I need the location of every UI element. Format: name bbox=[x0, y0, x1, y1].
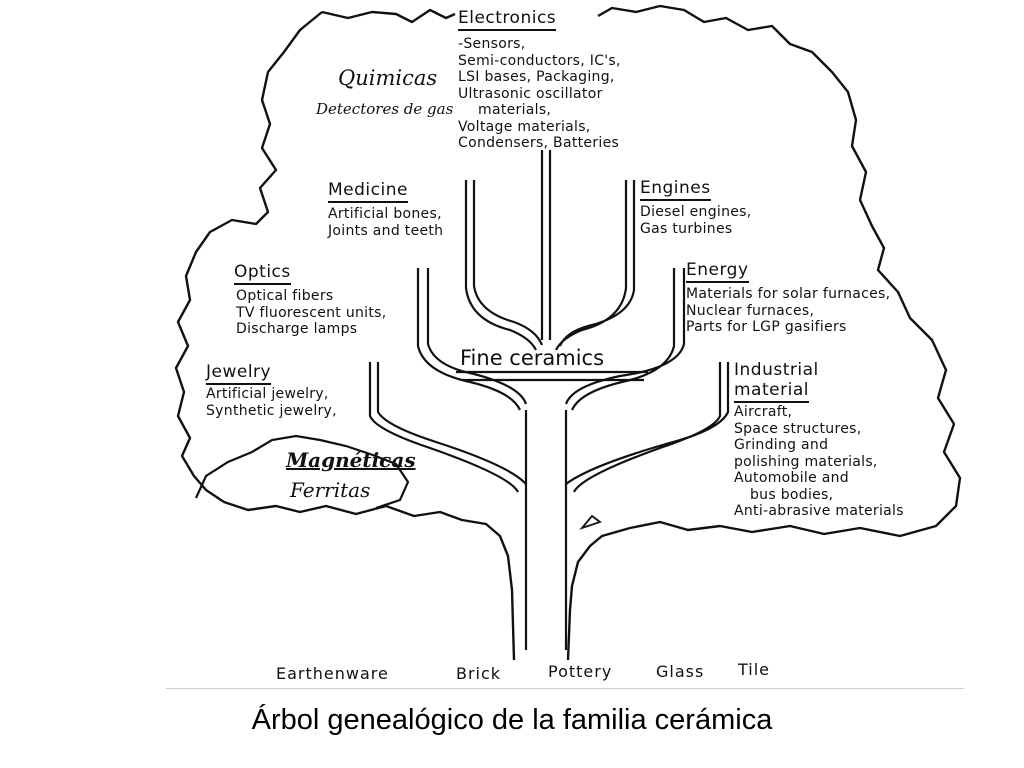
medicine-item: Joints and teeth bbox=[328, 222, 444, 239]
industrial-title-1: Industrial bbox=[734, 360, 819, 380]
engines-items: Diesel engines, Gas turbines bbox=[640, 204, 752, 237]
energy-item: Nuclear furnaces, bbox=[686, 302, 815, 319]
ceramics-tree-drawing bbox=[174, 4, 962, 661]
magneticas-subtitle: Ferritas bbox=[290, 478, 371, 502]
electronics-item: Semi-conductors, IC's, bbox=[458, 52, 621, 69]
branch-jewelry bbox=[368, 362, 527, 493]
industrial-title-2: material bbox=[734, 380, 809, 403]
fine-ceramics-rules bbox=[456, 370, 648, 382]
crown-notch bbox=[579, 514, 602, 530]
engines-title: Engines bbox=[640, 178, 711, 201]
industrial-item: bus bodies, bbox=[750, 486, 834, 503]
electronics-item: LSI bases, Packaging, bbox=[458, 69, 615, 85]
jewelry-item: Artificial jewelry, bbox=[206, 386, 329, 402]
energy-items: Materials for solar furnaces, Nuclear fu… bbox=[686, 286, 890, 336]
branch-engines bbox=[555, 180, 636, 351]
optics-item: Discharge lamps bbox=[236, 321, 358, 337]
branch-optics bbox=[416, 268, 528, 411]
optics-item: Optical fibers bbox=[236, 288, 334, 304]
caption-divider bbox=[166, 688, 964, 689]
electronics-item: -Sensors, bbox=[458, 36, 526, 52]
energy-item: Materials for solar furnaces, bbox=[686, 286, 891, 302]
electronics-title: Electronics bbox=[458, 8, 557, 31]
optics-item: TV fluorescent units, bbox=[236, 304, 387, 321]
jewelry-title: Jewelry bbox=[206, 362, 272, 385]
industrial-items: Aircraft, Space structures, Grinding and… bbox=[734, 404, 904, 520]
electronics-items: -Sensors, Semi-conductors, IC's, LSI bas… bbox=[458, 36, 621, 152]
fine-ceramics-title: Fine ceramics bbox=[460, 346, 605, 370]
quimicas-title: Quimicas bbox=[338, 66, 438, 90]
jewelry-items: Artificial jewelry, Synthetic jewelry, bbox=[206, 386, 337, 419]
root-brick: Brick bbox=[456, 664, 502, 683]
root-earthenware: Earthenware bbox=[276, 664, 389, 683]
quimicas-subtitle: Detectores de gas bbox=[316, 100, 454, 118]
energy-item: Parts for LGP gasifiers bbox=[686, 319, 847, 335]
magneticas-blob bbox=[194, 434, 410, 510]
branch-energy bbox=[564, 268, 686, 411]
tree-crown-outline bbox=[174, 4, 962, 661]
optics-title: Optics bbox=[234, 262, 291, 285]
industrial-item: Automobile and bbox=[734, 470, 849, 486]
optics-items: Optical fibers TV fluorescent units, Dis… bbox=[236, 288, 386, 338]
industrial-item: Space structures, bbox=[734, 420, 862, 437]
figure-caption: Árbol genealógico de la familia cerámica bbox=[251, 704, 773, 736]
engines-item: Diesel engines, bbox=[640, 204, 752, 220]
electronics-item: Condensers, Batteries bbox=[458, 135, 620, 151]
energy-title: Energy bbox=[686, 260, 749, 283]
magneticas-title: Magnéticas bbox=[286, 448, 416, 472]
medicine-title: Medicine bbox=[328, 180, 408, 203]
industrial-item: Anti-abrasive materials bbox=[734, 503, 904, 519]
medicine-items: Artificial bones, Joints and teeth bbox=[328, 206, 443, 239]
root-pottery: Pottery bbox=[548, 662, 613, 681]
industrial-item: Grinding and bbox=[734, 437, 829, 453]
electronics-item: materials, bbox=[478, 102, 552, 118]
root-tile: Tile bbox=[738, 660, 771, 679]
branch-industrial bbox=[565, 362, 730, 493]
branch-medicine bbox=[464, 180, 544, 351]
engines-item: Gas turbines bbox=[640, 220, 733, 237]
branch-electronics bbox=[540, 150, 552, 340]
jewelry-item: Synthetic jewelry, bbox=[206, 402, 337, 419]
electronics-item: Voltage materials, bbox=[458, 118, 591, 135]
industrial-item: Aircraft, bbox=[734, 404, 793, 420]
root-glass: Glass bbox=[656, 662, 705, 681]
electronics-item: Ultrasonic oscillator bbox=[458, 85, 603, 102]
medicine-item: Artificial bones, bbox=[328, 206, 442, 222]
industrial-item: polishing materials, bbox=[734, 453, 878, 470]
